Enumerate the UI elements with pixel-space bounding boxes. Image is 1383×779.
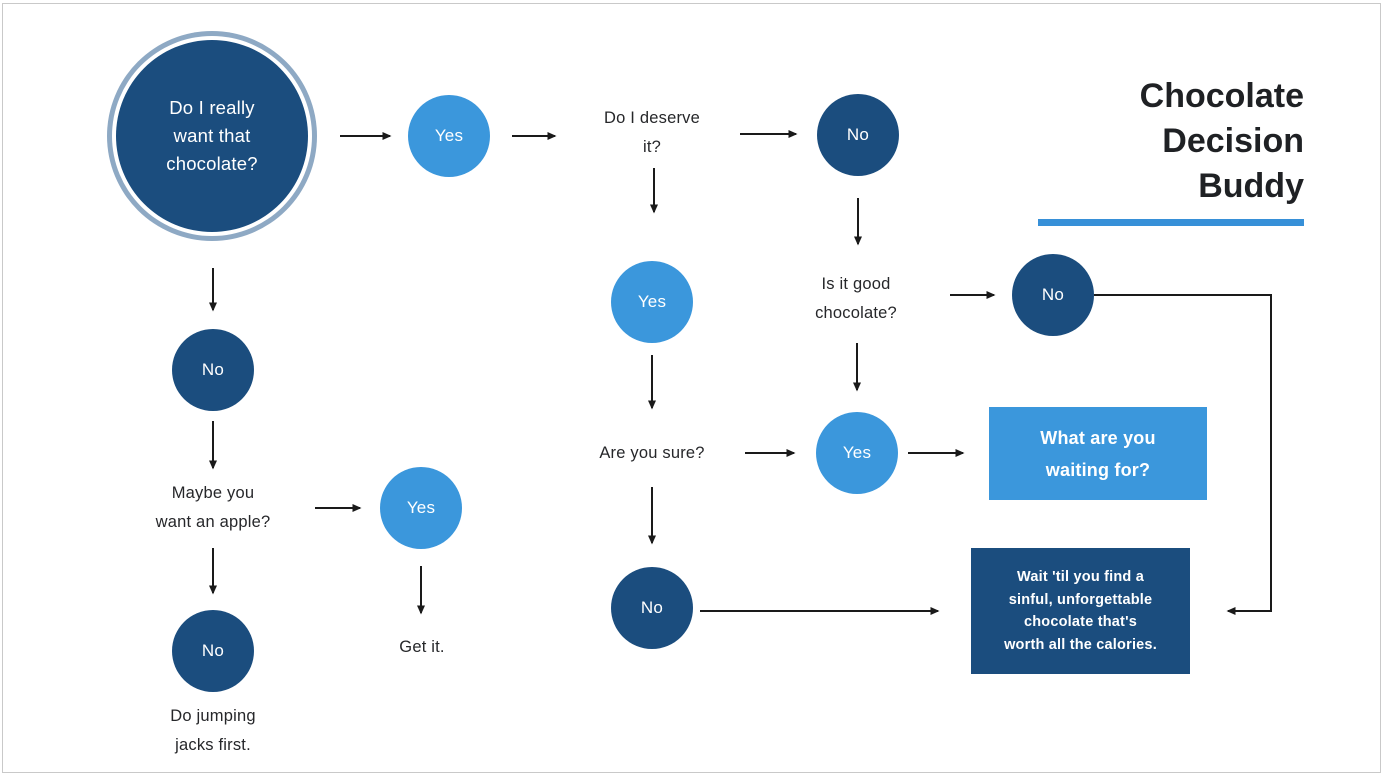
result-box-wait-til-you-find: Wait 'til you find a sinful, unforgettab… xyxy=(971,548,1190,674)
node-no-2: No xyxy=(1012,254,1094,336)
node-no-1: No xyxy=(817,94,899,176)
node-yes-1: Yes xyxy=(408,95,490,177)
node-yes-2: Yes xyxy=(611,261,693,343)
arrow-no2-to-wait-box-elbow xyxy=(1094,294,1272,615)
result-box-what-are-you-waiting-for: What are you waiting for? xyxy=(989,407,1207,500)
node-no-apple: No xyxy=(172,610,254,692)
node-start-question: Do I really want that chocolate? xyxy=(116,40,308,232)
question-are-you-sure: Are you sure? xyxy=(599,444,705,462)
title-underline-bar xyxy=(1038,219,1304,226)
node-no-left: No xyxy=(172,329,254,411)
page-title: Chocolate Decision Buddy xyxy=(1139,77,1304,205)
node-yes-apple: Yes xyxy=(380,467,462,549)
question-deserve-it: Do I deserve it? xyxy=(604,109,700,156)
result-jumping-jacks: Do jumping jacks first. xyxy=(170,707,256,754)
result-get-it: Get it. xyxy=(399,638,445,656)
node-no-3: No xyxy=(611,567,693,649)
question-want-an-apple: Maybe you want an apple? xyxy=(155,484,271,531)
node-yes-3: Yes xyxy=(816,412,898,494)
question-good-chocolate: Is it good chocolate? xyxy=(815,275,897,322)
